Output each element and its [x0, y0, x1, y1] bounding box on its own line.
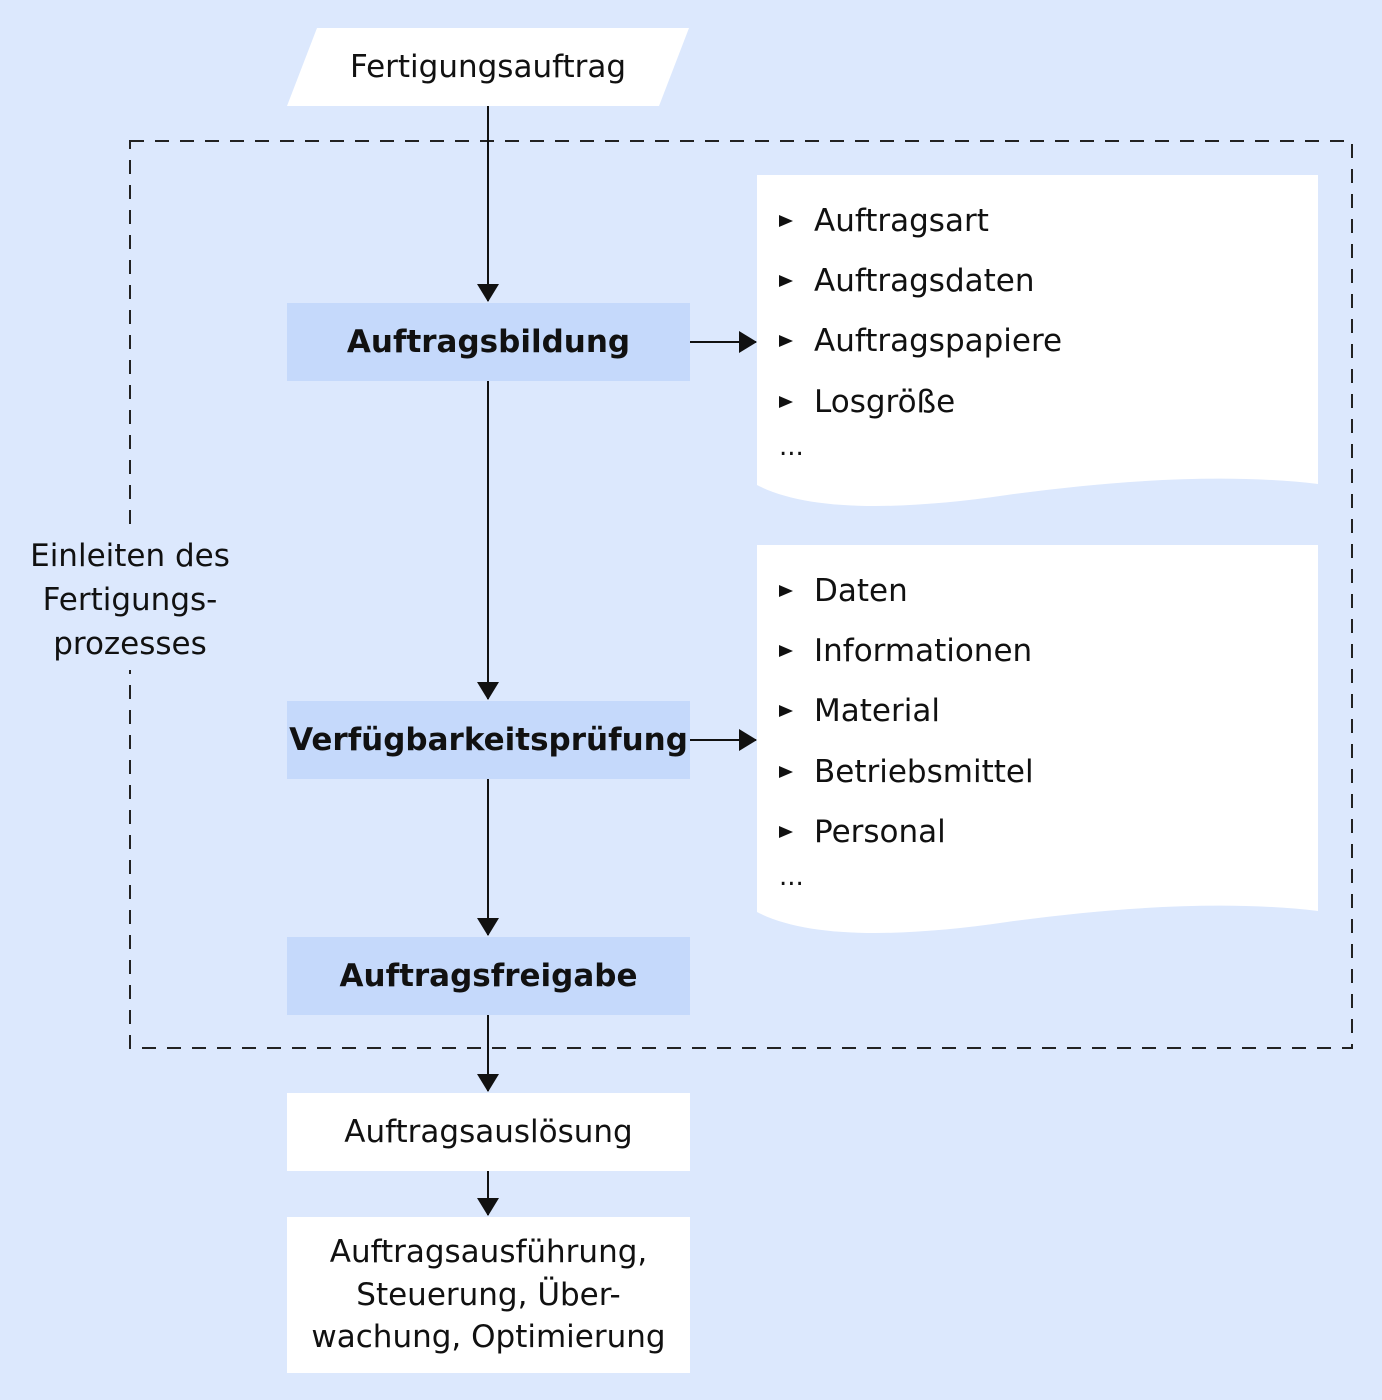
input-label: Fertigungsauftrag: [349, 48, 627, 85]
list-item: Betriebsmittel: [779, 742, 1318, 802]
bullet-triangle-icon: [779, 645, 793, 658]
list-item: Informationen: [779, 621, 1318, 681]
group-label-line-1: Einleiten des: [30, 538, 230, 574]
detail-list-verfuegbarkeitspruefung: Daten Informationen Material Betriebsmit…: [757, 545, 1318, 940]
bullet-triangle-icon: [779, 335, 793, 348]
list-item: Personal: [779, 802, 1318, 862]
output-line-1: Auftragsausführung,: [329, 1233, 648, 1270]
list-item-label: Material: [814, 693, 940, 730]
list-more-ellipsis: ...: [779, 861, 804, 892]
input-node: Fertigungsauftrag: [287, 28, 689, 106]
step-label: Auftragsbildung: [346, 323, 631, 360]
bullet-triangle-icon: [779, 215, 793, 228]
list-item-label: Daten: [814, 573, 908, 610]
list-item: Losgröße: [779, 372, 1318, 432]
list-item-label: Auftragsart: [814, 203, 989, 240]
list-item-label: Losgröße: [814, 383, 956, 420]
bullet-triangle-icon: [779, 585, 793, 598]
detail-items: Auftragsart Auftragsdaten Auftragspapier…: [757, 175, 1318, 432]
step-verfuegbarkeitspruefung: Verfügbarkeitsprüfung: [287, 701, 690, 779]
step-label: Auftragsfreigabe: [339, 957, 638, 994]
step-label: Verfügbarkeitsprüfung: [289, 721, 688, 758]
output-label: Auftragsauslösung: [344, 1113, 633, 1150]
list-item: Auftragspapiere: [779, 311, 1318, 371]
bullet-triangle-icon: [779, 275, 793, 288]
list-item: Auftragsart: [779, 191, 1318, 251]
group-label-line-2: Fertigungs-: [42, 582, 218, 619]
group-label-line-3: prozesses: [53, 626, 207, 663]
list-item: Auftragsdaten: [779, 251, 1318, 311]
input-parallelogram: [287, 28, 689, 106]
output-auftragsausloesung: Auftragsauslösung: [287, 1093, 690, 1171]
list-item-label: Betriebsmittel: [814, 753, 1034, 790]
step-auftragsbildung: Auftragsbildung: [287, 303, 690, 381]
output-line-2: Steuerung, Über-: [356, 1276, 621, 1313]
document-shape: [757, 175, 1318, 506]
detail-list-auftragsbildung: Auftragsart Auftragsdaten Auftragspapier…: [757, 175, 1318, 512]
document-shape: [757, 545, 1318, 933]
step-auftragsfreigabe: Auftragsfreigabe: [287, 937, 690, 1015]
output-line-3: wachung, Optimierung: [311, 1319, 666, 1356]
list-item-label: Auftragsdaten: [814, 263, 1035, 300]
list-item-label: Personal: [814, 813, 946, 850]
bullet-triangle-icon: [779, 825, 793, 838]
list-item: Daten: [779, 561, 1318, 621]
output-auftragsausfuehrung: Auftragsausführung, Steuerung, Über- wac…: [287, 1217, 690, 1373]
list-item-label: Auftragspapiere: [814, 323, 1063, 360]
bullet-triangle-icon: [779, 705, 793, 718]
list-item: Material: [779, 681, 1318, 741]
list-more-ellipsis: ...: [779, 431, 804, 462]
list-item-label: Informationen: [814, 633, 1033, 670]
bullet-triangle-icon: [779, 765, 793, 778]
bullet-triangle-icon: [779, 395, 793, 408]
group-label: Einleiten des Fertigungs- prozesses: [20, 530, 240, 671]
detail-items: Daten Informationen Material Betriebsmit…: [757, 545, 1318, 862]
